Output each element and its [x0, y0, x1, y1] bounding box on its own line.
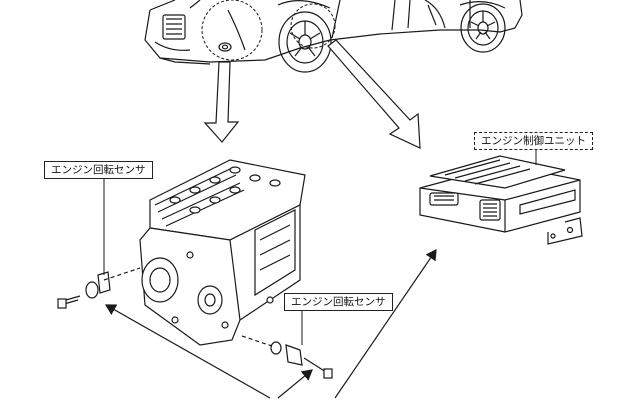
sensor-label-left: エンジン回転センサ — [44, 161, 153, 179]
sensor-right-part — [241, 335, 333, 379]
front-sensor-highlight — [201, 0, 263, 61]
signal-arrows — [104, 249, 437, 399]
ecu-label: エンジン制御ユニット — [474, 132, 593, 150]
engine-illustration — [139, 159, 306, 346]
sensor-left-part — [57, 267, 141, 309]
arrow-car-to-ecu — [327, 39, 421, 149]
sensor-label-right: エンジン回転センサ — [284, 293, 393, 311]
arrow-car-to-engine — [203, 61, 240, 143]
car-illustration — [144, 0, 523, 73]
ecu-illustration — [419, 155, 583, 245]
leader-lines — [103, 148, 537, 345]
wheel-sensor-highlight — [290, 3, 336, 49]
